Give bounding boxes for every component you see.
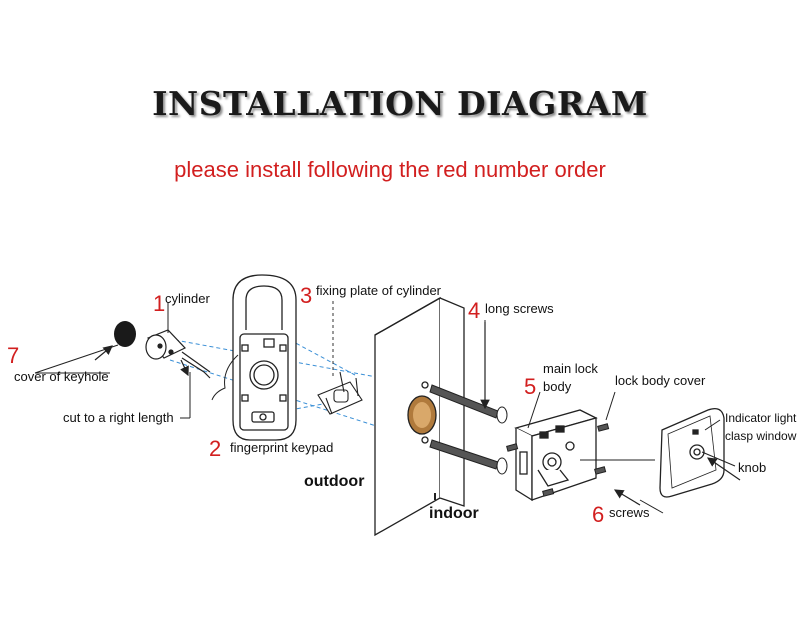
step-number-5: 5 bbox=[524, 374, 537, 399]
label-indicator-line2: clasp window bbox=[725, 429, 797, 443]
long-screws-part bbox=[429, 384, 508, 475]
step-number-3: 3 bbox=[300, 283, 313, 308]
cylinder-part bbox=[145, 329, 211, 379]
step-number-4: 4 bbox=[468, 298, 481, 323]
direction-arrows bbox=[94, 322, 741, 506]
label-cut-to-length: cut to a right length bbox=[63, 410, 174, 425]
step-number-1: 1 bbox=[153, 291, 166, 316]
lock-body-cover-part bbox=[659, 407, 725, 498]
label-main-lock-line2: body bbox=[543, 379, 572, 394]
small-screws-part bbox=[506, 423, 610, 497]
label-screws: screws bbox=[609, 505, 650, 520]
label-cover-of-keyhole: cover of keyhole bbox=[14, 369, 109, 384]
label-lock-body-cover: lock body cover bbox=[615, 373, 706, 388]
label-outdoor: outdoor bbox=[304, 473, 365, 490]
fingerprint-keypad-part bbox=[211, 274, 297, 441]
diagram-title: INSTALLATION DIAGRAM bbox=[152, 84, 648, 123]
fixing-plate-part bbox=[317, 371, 363, 415]
label-main-lock-line1: main lock bbox=[543, 361, 598, 376]
main-lock-body-part bbox=[514, 409, 598, 502]
label-long-screws: long screws bbox=[485, 301, 554, 316]
keyhole-cover-part bbox=[114, 321, 136, 347]
label-indicator-line1: Indicator light bbox=[725, 411, 797, 425]
label-knob: knob bbox=[738, 460, 767, 475]
step-number-6: 6 bbox=[592, 502, 605, 527]
step-number-7: 7 bbox=[7, 343, 20, 368]
label-indoor: indoor bbox=[429, 505, 479, 522]
label-fingerprint-keypad: fingerprint keypad bbox=[230, 440, 334, 455]
step-number-2: 2 bbox=[209, 436, 222, 461]
label-fixing-plate: fixing plate of cylinder bbox=[316, 283, 442, 298]
label-cylinder: cylinder bbox=[165, 291, 210, 306]
diagram-subtitle: please install following the red number … bbox=[174, 157, 606, 182]
door-part bbox=[374, 296, 465, 537]
